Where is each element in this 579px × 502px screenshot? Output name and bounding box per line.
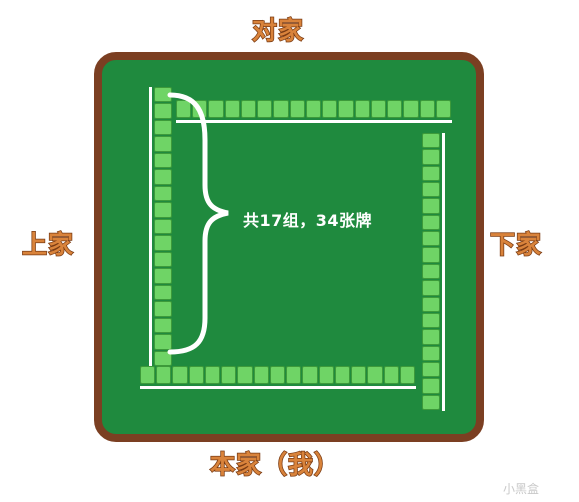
mahjong-tile [422,214,440,231]
mahjong-tile [367,366,383,384]
mahjong-tile [176,100,192,118]
mahjong-tile [422,394,440,410]
mahjong-tile [257,100,273,118]
wall-edge-stripe [149,87,152,367]
mahjong-tile [154,268,172,284]
mahjong-tile [240,100,257,118]
seat-label-opposite: 对家 [251,16,305,45]
mahjong-tile [354,100,370,118]
mahjong-tile [154,317,172,334]
mahjong-tile [334,366,351,384]
mahjong-tile [204,366,221,384]
mahjong-tile [370,100,387,118]
mahjong-tile [289,100,305,118]
mahjong-tile [302,366,318,384]
mahjong-table [94,52,484,442]
mahjong-tile [322,100,338,118]
mahjong-tile [208,100,224,118]
mahjong-tile [156,366,172,384]
mahjong-tile [399,366,415,384]
seat-label-left: 上家 [21,230,75,259]
seat-label-right: 下家 [489,230,543,259]
mahjong-tile [154,218,172,235]
wall-edge-stripe [140,386,416,389]
mahjong-tile [154,334,172,350]
tile-wall-right [422,133,446,411]
mahjong-tile [422,231,440,247]
mahjong-tile [154,235,172,251]
watermark-text: 小黑盒 [503,482,540,496]
mahjong-tile [154,103,172,119]
mahjong-tile [422,280,440,296]
mahjong-tile [435,100,451,118]
mahjong-tile [383,366,399,384]
mahjong-tile [154,169,172,185]
mahjong-tile [305,100,322,118]
mahjong-tile [403,100,419,118]
wall-edge-stripe [176,120,452,123]
mahjong-tile [188,366,204,384]
mahjong-tile [172,366,188,384]
mahjong-tile [422,165,440,182]
mahjong-tile [422,312,440,329]
mahjong-tile [154,185,172,202]
mahjong-tile [237,366,253,384]
mahjong-tile [387,100,403,118]
mahjong-tile [221,366,237,384]
mahjong-tile [140,366,156,384]
mahjong-tile [422,198,440,214]
wall-count-annotation: 共17组，34张牌 [243,211,373,230]
mahjong-tile [224,100,240,118]
mahjong-tile [422,378,440,394]
seat-label-self: 本家（我） [209,450,341,479]
mahjong-tile [154,202,172,218]
mahjong-tile [422,296,440,312]
mahjong-tile [273,100,289,118]
mahjong-tile [253,366,269,384]
tile-wall-top [176,100,452,124]
mahjong-tile [422,345,440,361]
mahjong-tile [154,251,172,268]
mahjong-tile [154,284,172,301]
mahjong-tile [154,350,172,366]
mahjong-tile [422,361,440,378]
mahjong-tile [154,119,172,136]
mahjong-tile [419,100,435,118]
tile-wall-bottom [140,366,416,390]
mahjong-tile [154,301,172,317]
mahjong-tile [422,247,440,263]
mahjong-tile [154,136,172,152]
mahjong-tile [269,366,286,384]
mahjong-tile [351,366,367,384]
mahjong-tile [422,149,440,165]
tile-wall-left [148,87,172,367]
mahjong-tile [338,100,354,118]
mahjong-tile [422,329,440,345]
mahjong-tile [318,366,334,384]
mahjong-tile [422,133,440,149]
mahjong-tile [422,182,440,198]
mahjong-tile [154,152,172,169]
wall-edge-stripe [442,133,445,411]
mahjong-tile [422,263,440,280]
mahjong-tile [286,366,302,384]
